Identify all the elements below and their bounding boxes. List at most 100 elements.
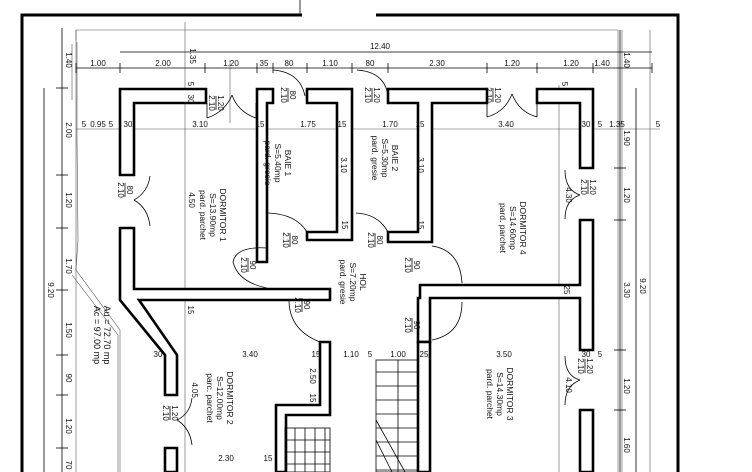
- dim-interior: 4.30: [564, 187, 573, 203]
- wall-baie2: [386, 87, 489, 244]
- door-height: 2.10: [207, 95, 216, 111]
- dim-row2: 30: [582, 120, 591, 129]
- dim-interior: 4.50: [187, 192, 196, 208]
- dim-row2: 30: [124, 120, 133, 129]
- room-floor: pard. parchet: [485, 369, 495, 420]
- door-width: 1.20: [585, 358, 594, 374]
- dim-row2: 1.35: [609, 120, 625, 129]
- door-height: 2.10: [579, 179, 588, 195]
- door-label: 1.202.10: [576, 358, 594, 374]
- dim-interior: 15: [186, 306, 195, 315]
- overall-height-left-dim: 9.20: [46, 282, 55, 298]
- door-height: 2.10: [484, 87, 493, 103]
- dim-interior: 15: [308, 394, 317, 403]
- door-label: 802.10: [116, 182, 134, 198]
- dim-row2: 5: [82, 120, 87, 129]
- door-label: 1.202.10: [579, 179, 597, 195]
- door-width: 1.20: [372, 87, 381, 103]
- dim-top: 1.40: [622, 52, 631, 68]
- door-height: 2.10: [279, 87, 288, 103]
- door-width: 1.20: [216, 95, 225, 111]
- room-surface: S=7.20mp: [348, 263, 358, 302]
- dim-interior: 2.50: [308, 368, 317, 384]
- dim-row2: 5: [560, 82, 569, 87]
- door-height: 2.10: [363, 87, 372, 103]
- area-built: Ac = 97.00 mp: [92, 306, 102, 364]
- dim-interior: 4.05: [190, 382, 199, 398]
- wall-dormitor3-left: [416, 340, 432, 472]
- dim-left: 1.40: [64, 52, 73, 68]
- dim-row2: 5: [598, 120, 603, 129]
- door-height: 2.10: [576, 358, 585, 374]
- door-width: 1.20: [170, 405, 179, 421]
- dim-interior: 3.40: [242, 350, 258, 359]
- dim-top: 1.20: [504, 59, 520, 68]
- room-name: DORMITOR 2: [225, 371, 235, 424]
- dim-interior: 30: [582, 350, 591, 359]
- door-label: 1.202.10: [161, 405, 179, 421]
- wall-dormitor2-left-bottom: [163, 446, 179, 472]
- door-label: 1.202.10: [207, 95, 225, 111]
- door-height: 2.10: [293, 297, 302, 313]
- dim-top: 1.10: [322, 59, 338, 68]
- door-width: 80: [125, 186, 134, 195]
- wall-baie1-left: [255, 87, 275, 264]
- dim-row2: 30: [186, 95, 195, 104]
- door-height: 2.10: [281, 232, 290, 248]
- door-label: 802.10: [281, 232, 299, 248]
- dim-top: 1.35: [188, 48, 197, 64]
- room-name: DORMITOR 3: [505, 367, 515, 420]
- dim-row2: 15: [416, 120, 425, 129]
- door-width: 90: [302, 301, 311, 310]
- dim-top: 80: [366, 59, 375, 68]
- dim-interior: 30: [154, 350, 163, 359]
- dim-top: 1.20: [563, 59, 579, 68]
- overall-height-right-dim: 9.20: [638, 278, 647, 294]
- dim-top: 1.40: [594, 59, 610, 68]
- wall-dormitor1-left-lower: [118, 226, 332, 397]
- dim-row2: 0.95: [90, 120, 106, 129]
- dim-row2: 3.40: [498, 120, 514, 129]
- dim-interior: 4.10: [564, 377, 573, 393]
- dim-row2: 5: [656, 120, 661, 129]
- wall-dormitor1-top-left: [118, 87, 208, 177]
- door-height: 2.10: [116, 182, 125, 198]
- dim-right: 3.30: [622, 282, 631, 298]
- room-surface: S=5.30mp: [380, 139, 390, 178]
- room-floor: parc. parchet: [205, 373, 215, 423]
- overall-width-dim: 12.40: [370, 42, 391, 51]
- dim-top: 1.20: [223, 59, 239, 68]
- dim-interior: 15: [264, 454, 273, 463]
- dim-interior: 3.10: [416, 157, 425, 173]
- dim-top: 2.30: [429, 59, 445, 68]
- dim-interior: 25: [420, 350, 429, 359]
- room-floor: pard. gresie: [370, 136, 380, 181]
- dim-interior: 15: [312, 350, 321, 359]
- room-surface: S=14.30mp: [495, 372, 505, 416]
- dim-left: 1.20: [64, 192, 73, 208]
- door-width: 80: [375, 236, 384, 245]
- dim-interior: 1.10: [343, 350, 359, 359]
- staircase: [284, 359, 419, 472]
- room-surface: S=13.90mp: [208, 193, 218, 237]
- dim-right: 1.20: [622, 187, 631, 203]
- room-name: HOL: [358, 273, 368, 291]
- door-label: 802.10: [279, 87, 297, 103]
- door-width: 1.20: [493, 87, 502, 103]
- dim-row2: 15: [256, 120, 265, 129]
- dim-row2: 1.70: [382, 120, 398, 129]
- door-height: 2.10: [161, 405, 170, 421]
- door-label: 902.10: [239, 257, 257, 273]
- room-surface: S=5.40mp: [273, 144, 283, 183]
- dim-top: 1.00: [90, 59, 106, 68]
- dim-interior: 3.10: [339, 157, 348, 173]
- dim-row2: 5: [186, 82, 195, 87]
- dim-interior: 5: [598, 350, 603, 359]
- dim-left: 1.50: [64, 322, 73, 338]
- wall-dormitor2-right: [274, 340, 332, 472]
- dim-row2: 15: [338, 120, 347, 129]
- room-name: BAIE 2: [390, 145, 400, 172]
- door-height: 2.10: [403, 257, 412, 273]
- door-height: 2.10: [403, 317, 412, 333]
